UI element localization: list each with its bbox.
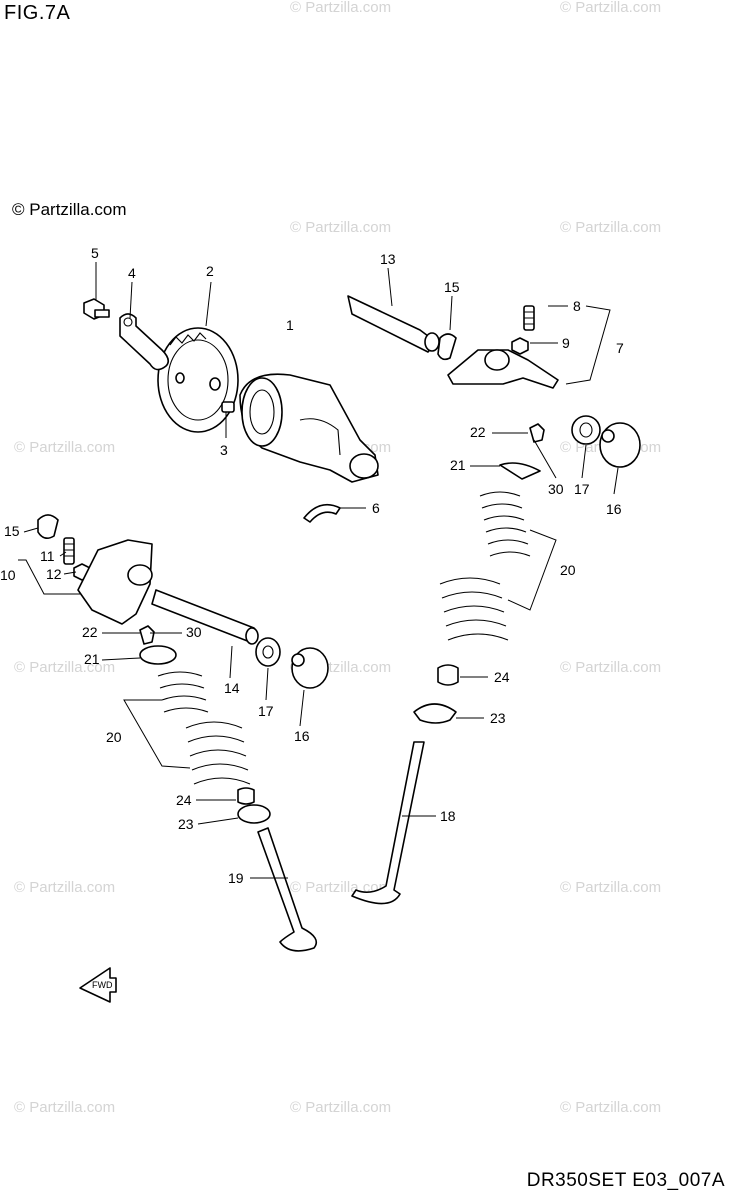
valve-spring-outer-lower [185,721,251,785]
callout-21-upper: 21 [450,457,466,473]
valve-spring-inner-lower [157,671,209,713]
watermark: © Partzilla.com [560,0,661,16]
oil-seal-clip [303,503,341,523]
watermark: © Partzilla.com [14,1099,115,1116]
watermark: © Partzilla.com [290,0,391,16]
valve-cotter-upper [529,423,545,443]
valve-seal-lower [237,787,255,805]
watermark: © Partzilla.com [560,659,661,676]
valve-seal-upper [437,664,459,686]
callout-10: 10 [0,567,16,583]
rocker-arm-upper [447,349,559,389]
callout-7: 7 [616,340,624,356]
o-ring-lower [37,514,59,540]
watermark: © Partzilla.com [14,439,115,456]
callout-15-lower: 15 [4,523,20,539]
watermark: © Partzilla.com [560,879,661,896]
callout-24-upper: 24 [494,669,510,685]
callout-13: 13 [380,251,396,267]
valve-spring-inner-upper [479,491,531,557]
o-ring-upper [437,333,457,361]
callout-1: 1 [286,317,294,333]
fwd-label: FWD [92,980,113,990]
callout-30-lower: 30 [186,624,202,640]
callout-30-upper: 30 [548,481,564,497]
callout-11: 11 [40,548,55,564]
rocker-arm-lower [77,539,153,625]
watermark: © Partzilla.com [14,879,115,896]
copyright-notice: © Partzilla.com [12,200,127,219]
valve-spring-outer-upper [439,577,509,641]
callout-20-upper: 20 [560,562,576,578]
adjusting-screw-upper [523,305,535,331]
cam-sprocket [157,327,239,433]
rocker-shaft-lower [151,589,259,645]
callout-labels: 1 2 3 4 5 6 7 8 9 10 11 12 13 14 15 15 1… [0,245,624,886]
cap-upper [599,422,641,468]
callout-22-upper: 22 [470,424,486,440]
valve-retainer-upper [499,462,541,480]
callout-15-upper: 15 [444,279,460,295]
leader-lines [18,262,619,879]
forward-direction-arrow: FWD [79,967,117,1003]
diagram-code: DR350SET E03_007A [526,1170,725,1191]
spring-seat-lower [237,804,271,824]
callout-2: 2 [206,263,214,279]
callout-17-upper: 17 [574,481,590,497]
watermark: © Partzilla.com [14,659,115,676]
callout-23-lower: 23 [178,816,194,832]
bolt [83,298,110,320]
callout-5: 5 [91,245,99,261]
callout-4: 4 [128,265,136,281]
shaft-washer-lower [255,637,281,667]
callout-18: 18 [440,808,456,824]
lock-nut-upper [511,337,529,355]
figure-label: FIG.7A [4,2,71,24]
callout-19: 19 [228,870,244,886]
spring-seat-upper [413,703,457,724]
callout-23-upper: 23 [490,710,506,726]
callout-16-upper: 16 [606,501,622,517]
valve-retainer-lower [139,645,177,665]
watermark: © Partzilla.com [290,1099,391,1116]
callout-14: 14 [224,680,240,696]
shaft-washer-upper [571,415,601,445]
exhaust-valve [351,741,425,905]
callout-6: 6 [372,500,380,516]
cap-lower [291,647,329,689]
callout-16-lower: 16 [294,728,310,744]
callout-3: 3 [220,442,228,458]
dowel-pin [221,401,235,413]
cam-chain-guide-washer [119,313,170,371]
callout-12: 12 [46,566,62,582]
adjusting-screw-lower [63,537,75,565]
valve-cotter-lower [139,625,155,645]
camshaft [239,373,379,483]
watermark: © Partzilla.com [560,1099,661,1116]
callout-9: 9 [562,335,570,351]
watermark: © Partzilla.com [560,219,661,236]
callout-17-lower: 17 [258,703,274,719]
callout-20-lower: 20 [106,729,122,745]
callout-24-lower: 24 [176,792,192,808]
callout-8: 8 [573,298,581,314]
intake-valve [257,827,318,952]
callout-21-lower: 21 [84,651,100,667]
callout-22-lower: 22 [82,624,98,640]
watermark: © Partzilla.com [290,219,391,236]
rocker-shaft-upper [347,295,440,353]
